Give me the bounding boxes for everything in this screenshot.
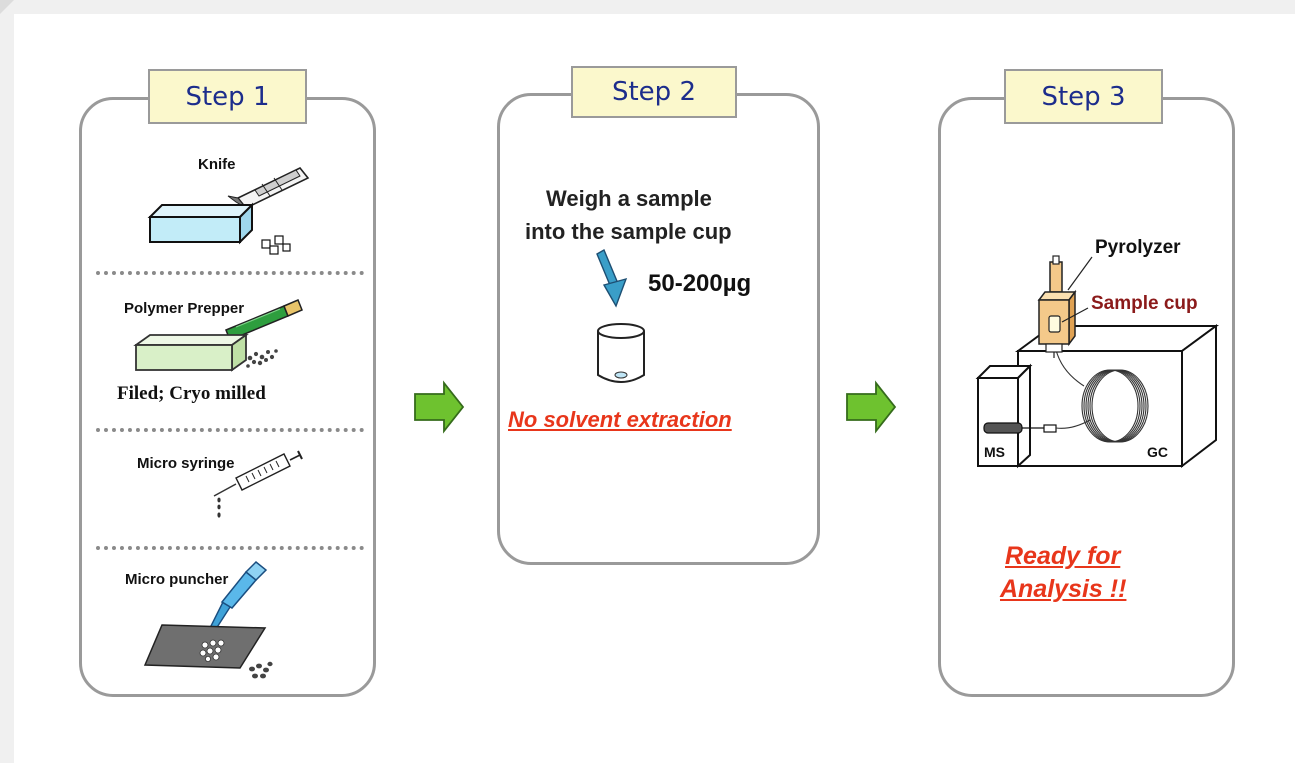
pointer-lines: [1061, 256, 1093, 323]
column-coil-icon: [1055, 349, 1149, 443]
step1-divider-2: [96, 428, 364, 432]
weigh-instruction-line1: Weigh a sample: [546, 186, 712, 211]
window-top-edge: [0, 0, 1295, 14]
film-sheet-icon: [143, 624, 267, 669]
ms-label: MS: [984, 444, 1005, 460]
filings-icon: [246, 349, 278, 368]
pyrolyzer-label: Pyrolyzer: [1095, 237, 1181, 258]
sample-block-icon: [147, 202, 255, 245]
pyrolyzer-icon: [1037, 255, 1077, 358]
step3-tab: Step 3: [1004, 69, 1163, 124]
polymer-block-icon: [133, 333, 249, 372]
filed-cryo-label: Filed; Cryo milled: [117, 383, 266, 404]
window-corner: [0, 0, 14, 14]
micro-puncher-label: Micro puncher: [125, 571, 229, 588]
small-cubes-icon: [261, 235, 291, 255]
weigh-instruction-line2: into the sample cup: [525, 219, 732, 244]
step2-tab: Step 2: [571, 66, 737, 118]
ready-line2: Analysis !!: [1000, 575, 1127, 603]
knife-icon: [227, 167, 310, 209]
punched-discs-icon: [249, 661, 273, 679]
polymer-prepper-label: Polymer Prepper: [124, 300, 245, 317]
knife-label: Knife: [198, 156, 236, 173]
ready-line1: Ready for: [1005, 542, 1121, 570]
micro-syringe-label: Micro syringe: [137, 455, 235, 472]
step1-divider-3: [96, 546, 364, 550]
ms-interface-icon: [983, 422, 1057, 434]
no-solvent-note: No solvent extraction: [508, 407, 732, 432]
step1-tab: Step 1: [148, 69, 307, 124]
sample-cup-icon: [597, 323, 645, 383]
arrow-icon: [846, 380, 897, 434]
syringe-drops-icon: [217, 497, 221, 518]
gc-label: GC: [1147, 444, 1168, 460]
spatula-icon: [596, 248, 628, 308]
gc-oven-icon: [1014, 324, 1220, 469]
ms-unit-icon: [975, 363, 1033, 469]
micro-syringe-icon: [213, 450, 303, 497]
step1-divider-1: [96, 271, 364, 275]
window-left-edge: [0, 0, 14, 763]
sample-amount: 50-200µg: [648, 270, 752, 297]
arrow-icon: [414, 380, 465, 434]
sample-cup-label: Sample cup: [1091, 293, 1198, 314]
